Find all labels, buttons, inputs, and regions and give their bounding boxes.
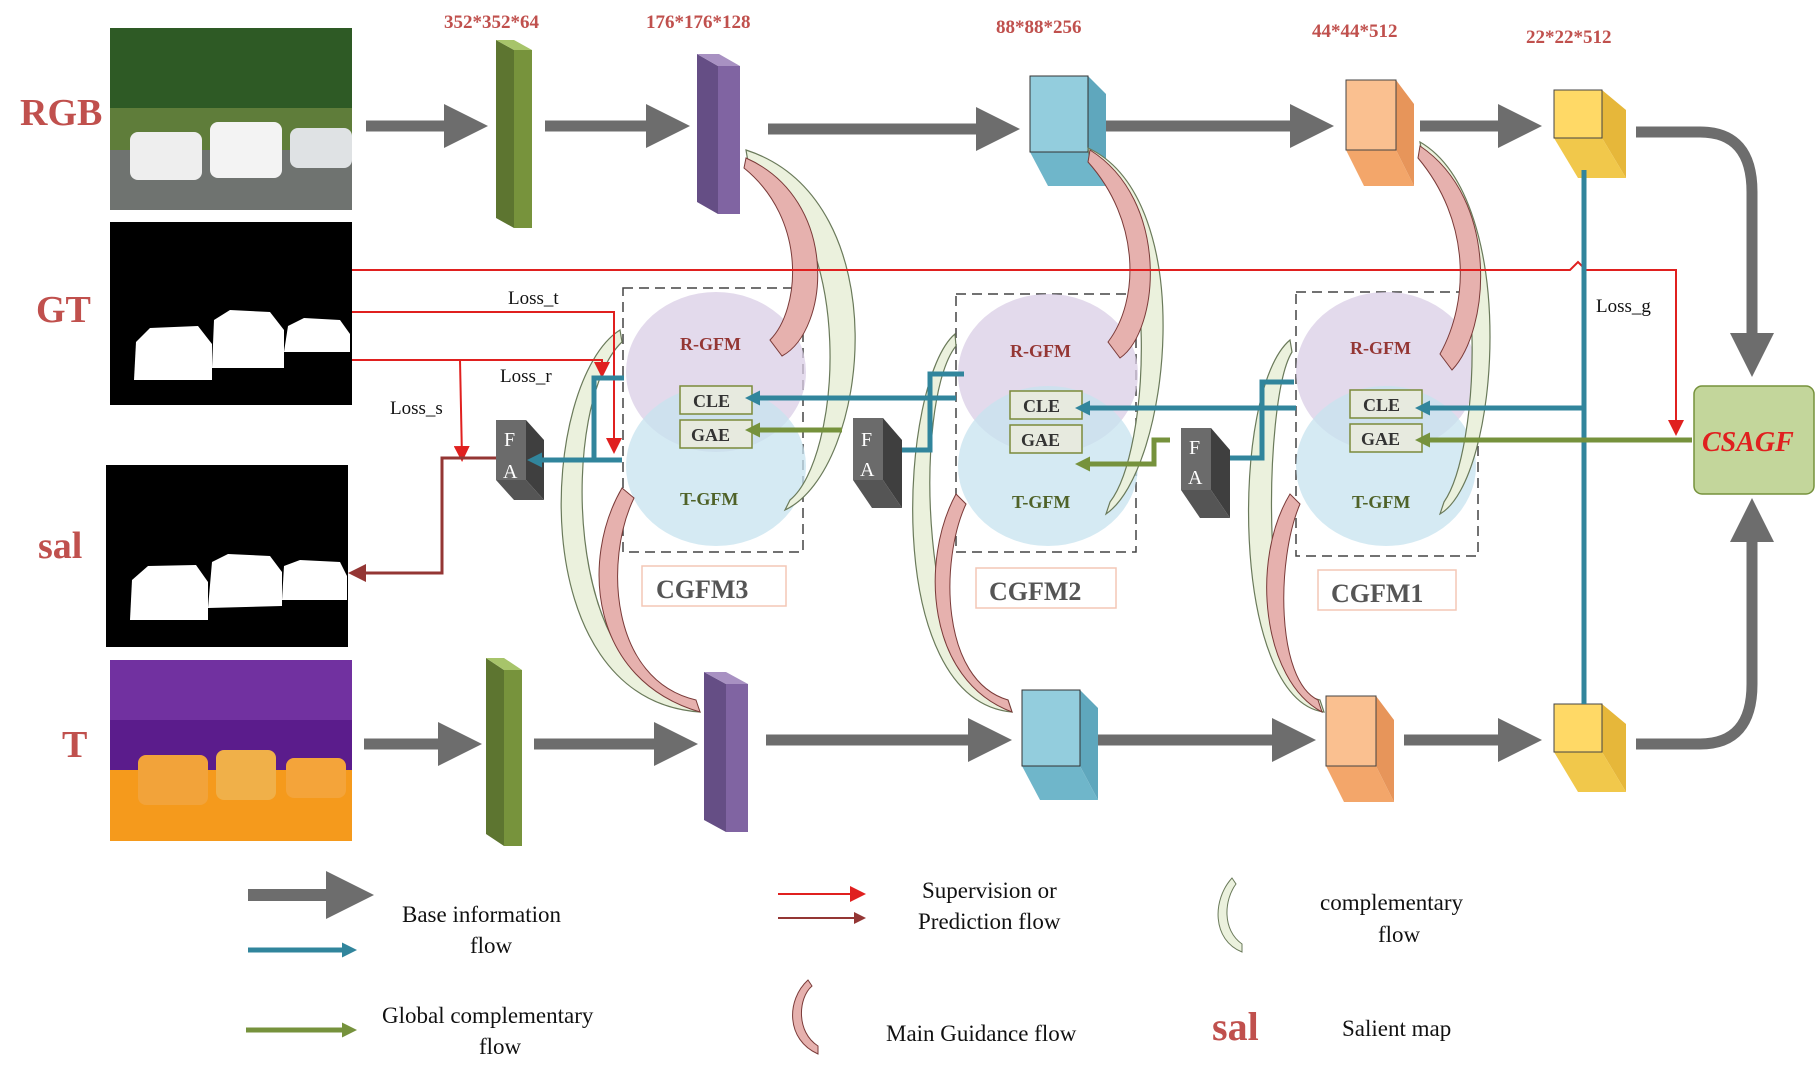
cgfm3-module: R-GFM T-GFM CLE GAE CGFM3: [622, 287, 806, 607]
legend-global-line1: Global complementary: [382, 1003, 594, 1028]
t-block-176: [704, 672, 748, 832]
cgfm1-title: CGFM1: [1331, 579, 1423, 608]
cgfm2-gae: GAE: [1021, 430, 1060, 450]
legend-base-line2: flow: [470, 933, 513, 958]
csagf-block: CSAGF: [1693, 385, 1815, 495]
cgfm2-title: CGFM2: [989, 577, 1081, 606]
rgb-image: [110, 28, 352, 210]
legend-sup-line2: Prediction flow: [918, 909, 1061, 934]
cgfm3-cle-box: [679, 385, 753, 415]
base-flow-bottom: [364, 498, 1774, 766]
loss-s-label: Loss_s: [390, 398, 443, 419]
cgfm2-cle: CLE: [1023, 396, 1060, 416]
legend-comp-line2: flow: [1378, 922, 1421, 947]
legend-global-line2: flow: [479, 1034, 522, 1059]
cgfm1-r-gfm: R-GFM: [1350, 338, 1411, 358]
legend-sal-symbol: sal: [1212, 1004, 1259, 1049]
fa-1-a: A: [503, 461, 518, 483]
legend-salient-map: Salient map: [1342, 1016, 1451, 1041]
gt-image: [110, 222, 352, 405]
cgfm1-t-gfm: T-GFM: [1352, 492, 1410, 512]
csagf-label: CSAGF: [1702, 427, 1794, 458]
fa-3-a: A: [1188, 467, 1203, 489]
t-block-44: [1325, 695, 1394, 802]
cgfm3-r-gfm: R-GFM: [680, 334, 741, 354]
cgfm2-r-gfm: R-GFM: [1010, 341, 1071, 361]
sal-image: [106, 465, 348, 647]
legend-sup-line1: Supervision or: [922, 878, 1057, 903]
thermal-image: [110, 660, 352, 841]
rgb-block-44: [1345, 79, 1414, 186]
rgb-block-176: [697, 54, 740, 214]
t-block-352: [486, 658, 522, 846]
cgfm2-t-gfm: T-GFM: [1012, 492, 1070, 512]
fa-3-f: F: [1189, 437, 1200, 459]
t-block-22: [1553, 703, 1626, 792]
loss-g-label: Loss_g: [1596, 296, 1651, 317]
green-flows: [745, 422, 1692, 472]
cgfm3-t-gfm: T-GFM: [680, 489, 738, 509]
dim-label-4: 44*44*512: [1312, 21, 1398, 42]
prediction-flow: [348, 456, 497, 582]
rgb-block-352: [496, 40, 532, 228]
cgfm1-gae: GAE: [1361, 429, 1400, 449]
fa-block-3: F A: [1181, 428, 1230, 518]
dim-label-5: 22*22*512: [1526, 27, 1612, 48]
cgfm3-title: CGFM3: [656, 575, 748, 604]
legend-pink-crescent-icon: [792, 979, 819, 1055]
fa-2-f: F: [861, 429, 872, 451]
fa-1-f: F: [504, 429, 515, 451]
cgfm3-gae: GAE: [691, 425, 730, 445]
fa-2-a: A: [860, 459, 875, 481]
legend: Base information flow Global complementa…: [246, 871, 1464, 1059]
loss-t-label: Loss_t: [508, 288, 559, 309]
cgfm2-module: R-GFM T-GFM CLE GAE CGFM2: [955, 293, 1138, 609]
legend-comp-line1: complementary: [1320, 890, 1464, 915]
legend-green-crescent-icon: [1217, 877, 1243, 953]
label-rgb: RGB: [20, 92, 102, 134]
label-sal: sal: [38, 525, 82, 567]
cgfm2-gae-box: [1009, 424, 1083, 454]
cgfm3-gae-box: [679, 419, 753, 449]
label-gt: GT: [36, 289, 91, 331]
legend-main-guidance: Main Guidance flow: [886, 1021, 1077, 1046]
fa-block-2: F A: [853, 418, 902, 508]
label-t: T: [62, 724, 87, 766]
t-block-88: [1021, 689, 1098, 800]
base-flow-top: [366, 104, 1774, 377]
rgb-block-22: [1553, 89, 1626, 178]
legend-base-line1: Base information: [402, 902, 562, 927]
cgfm3-cle: CLE: [693, 391, 730, 411]
cgfm1-cle: CLE: [1363, 395, 1400, 415]
dim-label-3: 88*88*256: [996, 17, 1082, 38]
main-guidance-flows: [598, 145, 1482, 714]
dim-label-1: 352*352*64: [444, 12, 540, 33]
loss-r-label: Loss_r: [500, 366, 552, 387]
dim-label-2: 176*176*128: [646, 12, 751, 33]
blue-flows: [527, 170, 1587, 704]
